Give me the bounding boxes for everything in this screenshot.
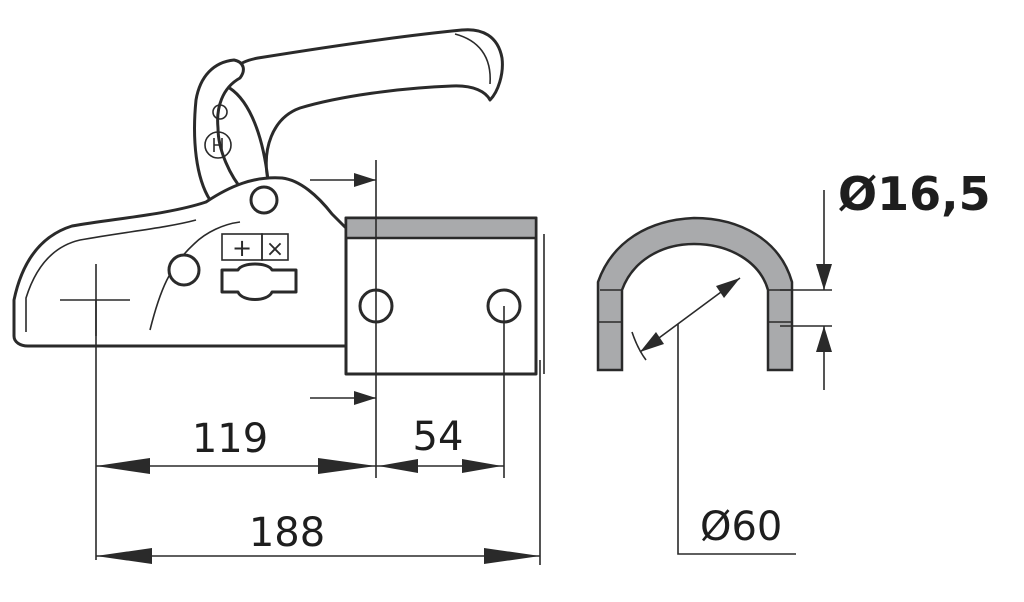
safety-indicator-mark — [213, 138, 223, 152]
dim-188-arrow-right — [484, 548, 540, 564]
dim-54-arrow-right — [462, 459, 502, 473]
label-cross-icon: × — [266, 237, 284, 262]
label-box-cross — [261, 233, 289, 261]
label-plus-icon: + — [232, 234, 252, 262]
dim-label-16-5: Ø16,5 — [838, 167, 991, 221]
housing-bolt-left — [167, 253, 201, 287]
u-clamp — [596, 216, 794, 372]
clamp-end-view: Ø16,5 Ø60 — [596, 167, 991, 555]
dim-label-188: 188 — [249, 510, 325, 556]
drawbar-top-band — [344, 216, 538, 240]
handle-lever — [224, 28, 504, 182]
housing-ridge — [149, 221, 241, 331]
dim-label-60: Ø60 — [700, 504, 782, 550]
dim-label-119: 119 — [192, 416, 268, 462]
clamp-diameter-arrow-lower — [640, 332, 664, 352]
housing-bolt-top — [249, 185, 279, 215]
clamp-thickness-arrow-top — [816, 264, 832, 290]
label-lock-shape — [220, 262, 298, 301]
clamp-thickness-arrow-bottom — [816, 326, 832, 352]
housing-edge-line — [25, 219, 197, 332]
dim-119-arrow-left — [96, 458, 150, 474]
dimension-lines: 119 54 188 — [95, 160, 541, 565]
clamp-diameter-arrow-upper — [716, 278, 740, 298]
dim-54-arrow-left — [378, 459, 418, 473]
clamp-diameter-arc — [631, 331, 647, 361]
u-clamp-join-left — [598, 289, 622, 323]
bolt-dia-arrow-top — [354, 173, 376, 187]
lever-pivot-body — [193, 58, 246, 202]
label-plate: + × — [220, 233, 298, 301]
dim-label-54: 54 — [413, 414, 464, 460]
safety-indicator — [204, 131, 232, 159]
bolt-dia-arrow-bottom — [354, 391, 376, 405]
dim-119-arrow-right — [318, 458, 376, 474]
dim-188-arrow-left — [96, 548, 152, 564]
coupling-side-view: + × — [12, 28, 545, 376]
handle-grip-line — [454, 33, 491, 85]
clamp-diameter-leader — [677, 324, 796, 555]
pivot-hole-top — [212, 104, 228, 120]
